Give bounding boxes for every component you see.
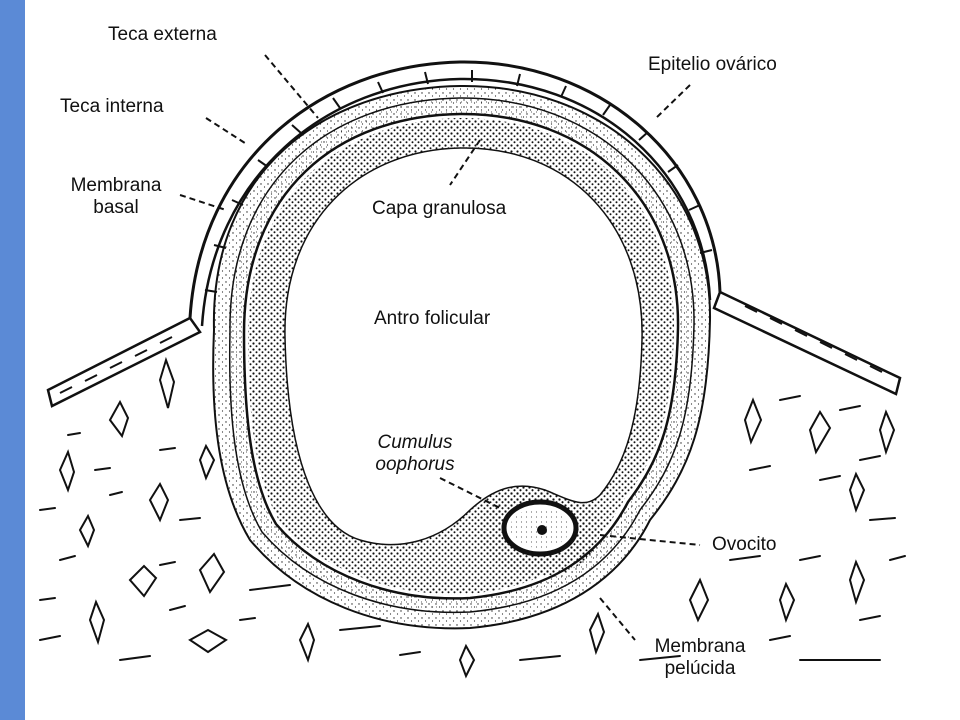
- label-leaders: [179, 54, 701, 641]
- label-cumulus-oophorus: Cumulus oophorus: [360, 432, 470, 476]
- label-membrana-pelucida-line2: pelúcida: [664, 658, 736, 679]
- label-membrana-pelucida: Membrana pelúcida: [640, 636, 760, 680]
- label-cumulus-line1: Cumulus: [377, 432, 453, 453]
- label-membrana-pelucida-line1: Membrana: [654, 636, 746, 657]
- label-membrana-basal-line1: Membrana: [70, 175, 162, 196]
- label-teca-externa: Teca externa: [108, 24, 217, 45]
- label-cumulus-line2: oophorus: [375, 454, 455, 475]
- oocyte: [501, 499, 579, 557]
- side-accent-bar: [0, 0, 25, 720]
- label-antro-folicular: Antro folicular: [374, 308, 491, 329]
- label-teca-interna: Teca interna: [60, 96, 164, 117]
- label-membrana-basal: Membrana basal: [56, 175, 176, 219]
- stroma-fibers: [39, 395, 906, 661]
- follicular-antrum: [284, 147, 643, 546]
- ovarian-epithelium: [46, 60, 902, 408]
- stroma-cells: [58, 356, 896, 679]
- label-membrana-basal-line2: basal: [93, 197, 139, 218]
- label-ovocito: Ovocito: [712, 534, 777, 555]
- label-epitelio-ovarico: Epitelio ovárico: [648, 54, 777, 75]
- label-capa-granulosa: Capa granulosa: [372, 198, 507, 219]
